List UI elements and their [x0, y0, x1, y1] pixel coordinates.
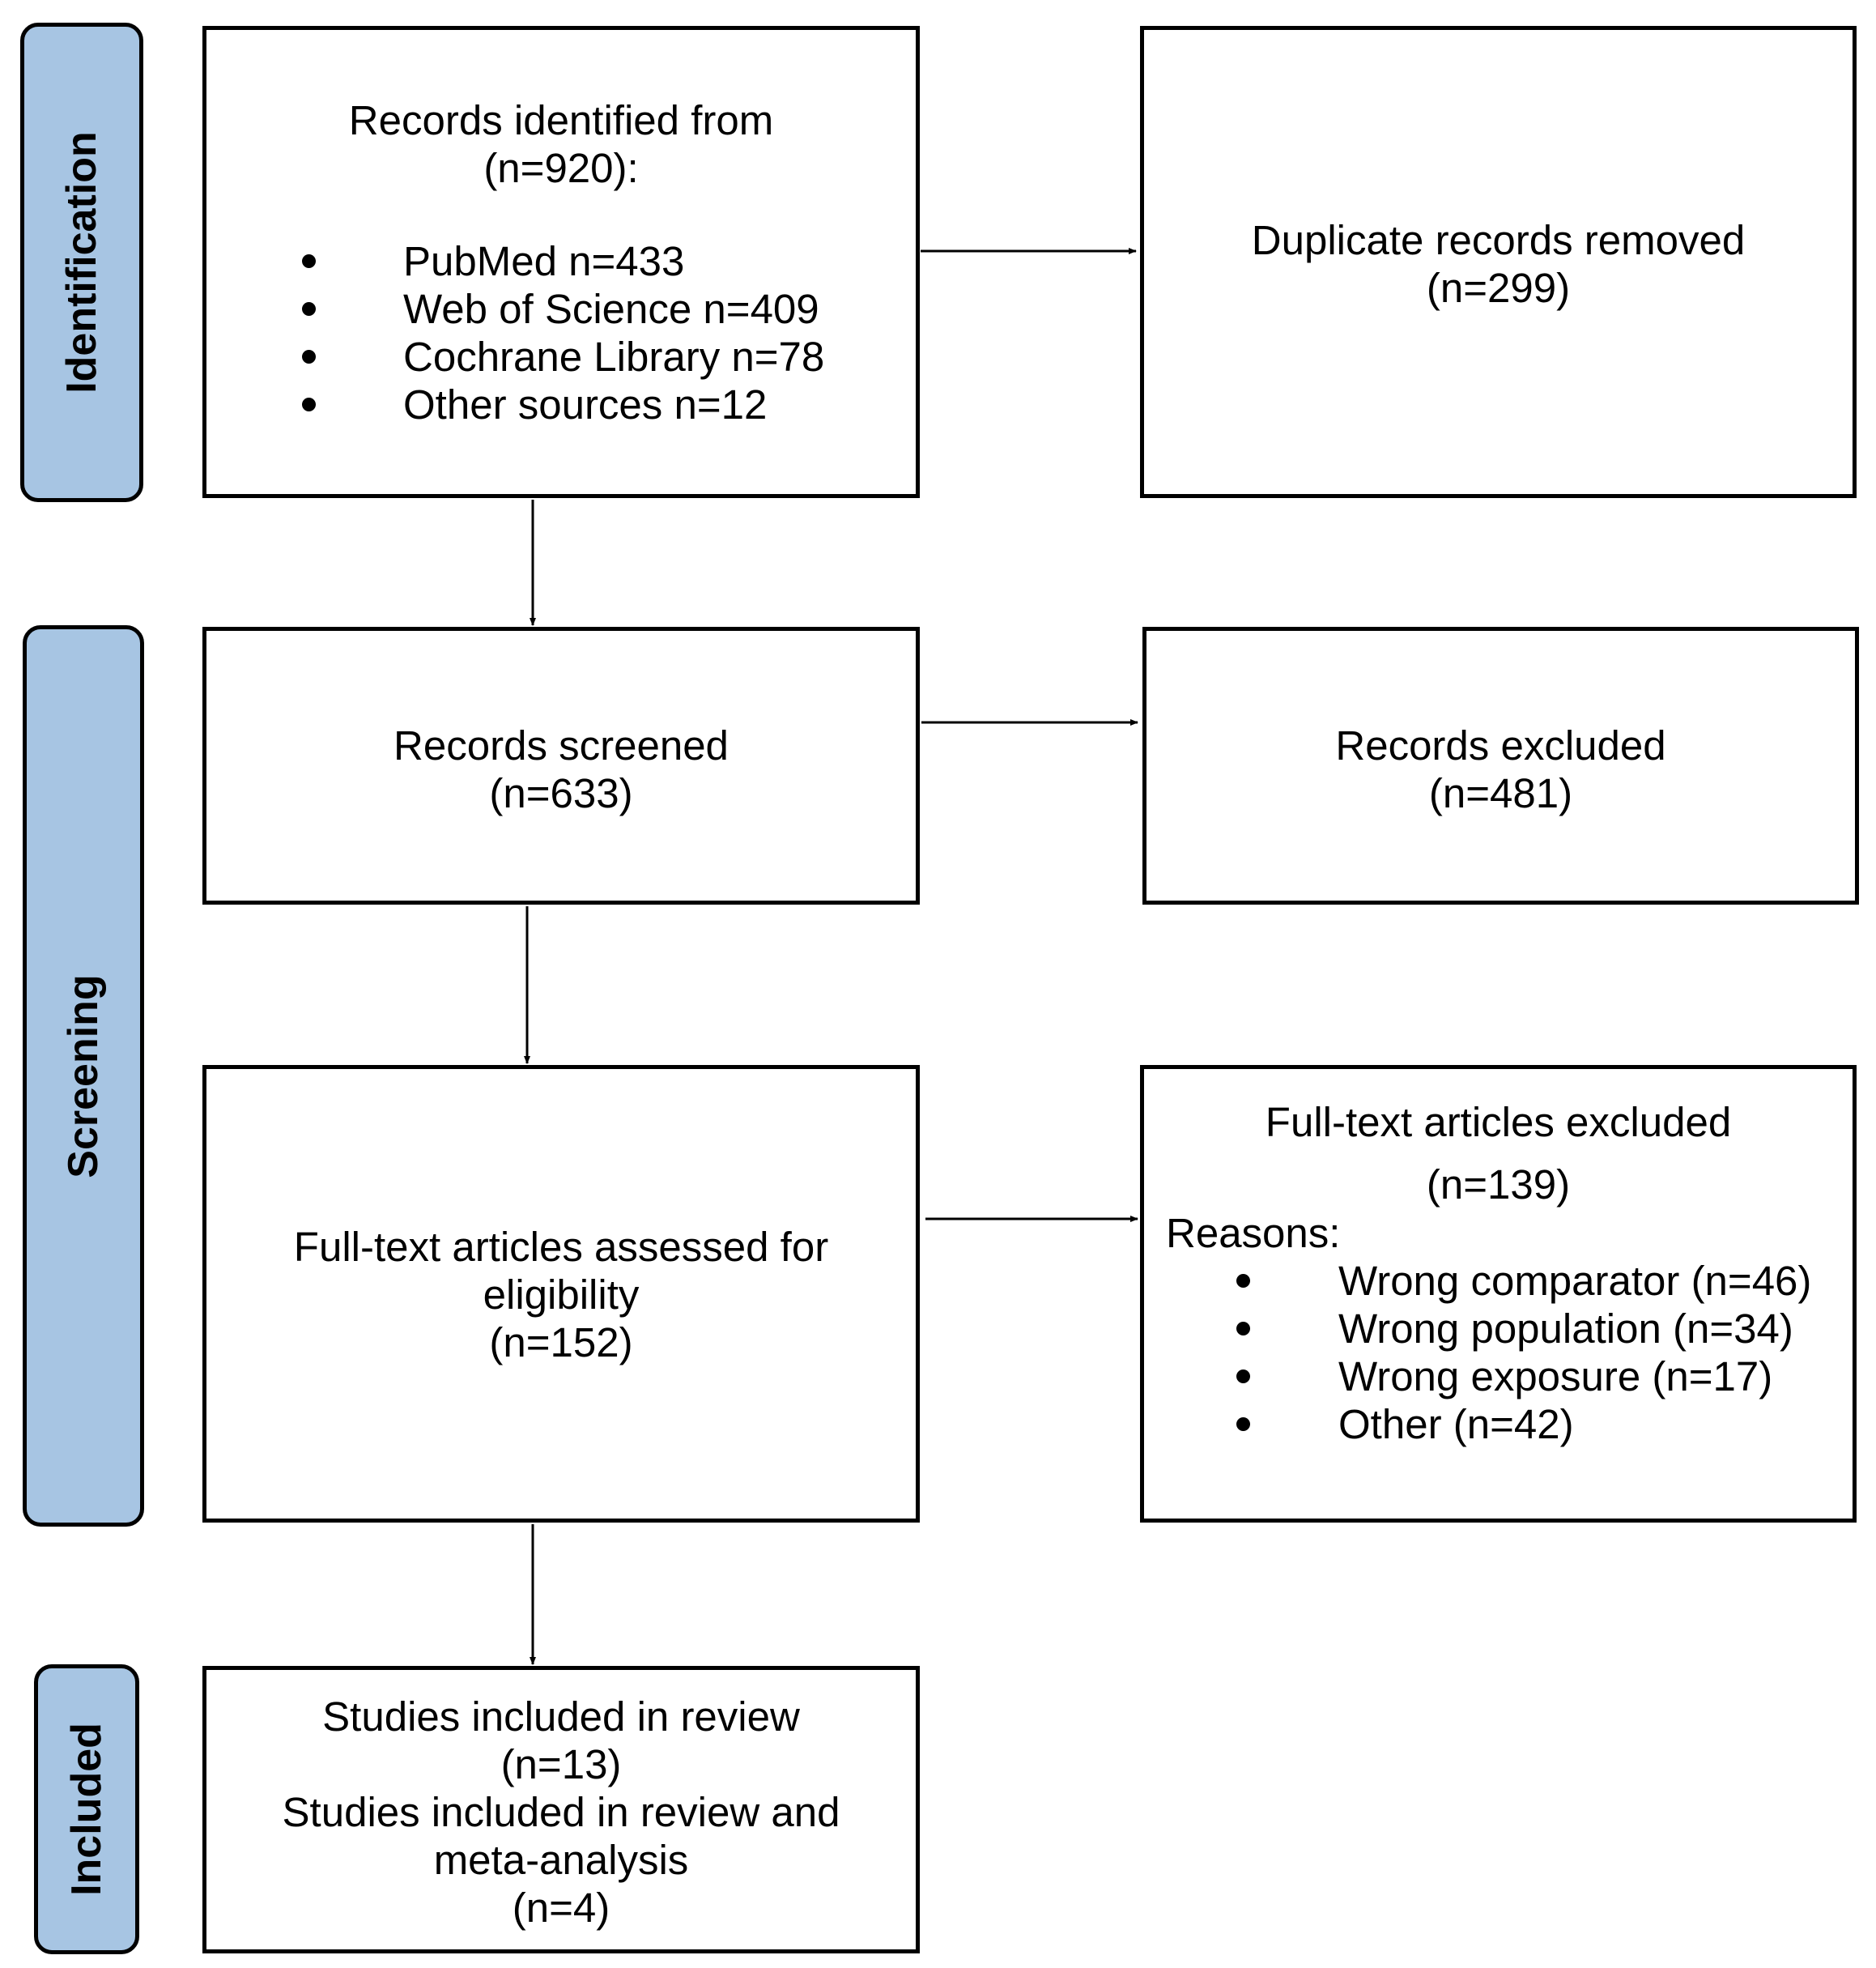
- records-screened-box: Records screened (n=633): [202, 627, 920, 905]
- list-item: Wrong population (n=34): [1144, 1305, 1853, 1352]
- list-item: Wrong comparator (n=46): [1144, 1257, 1853, 1305]
- list-item: Cochrane Library n=78: [206, 333, 916, 381]
- studies-included-box: Studies included in review (n=13) Studie…: [202, 1666, 920, 1953]
- records-identified-count: (n=920):: [483, 145, 639, 191]
- fulltext-excluded-title: Full-text articles excluded: [1265, 1099, 1732, 1145]
- records-screened-count: (n=633): [489, 770, 633, 816]
- fulltext-assessed-subtitle: eligibility: [483, 1272, 640, 1318]
- fulltext-assessed-box: Full-text articles assessed for eligibil…: [202, 1065, 920, 1523]
- fulltext-excluded-box: Full-text articles excluded (n=139) Reas…: [1140, 1065, 1857, 1523]
- phase-included: Included: [34, 1664, 139, 1954]
- list-item: Wrong exposure (n=17): [1144, 1352, 1853, 1400]
- records-excluded-title: Records excluded: [1335, 722, 1666, 769]
- phase-identification: Identification: [20, 23, 143, 502]
- records-identified-box: Records identified from (n=920): PubMed …: [202, 26, 920, 498]
- list-item: Web of Science n=409: [206, 285, 916, 333]
- list-item: PubMed n=433: [206, 237, 916, 285]
- records-screened-title: Records screened: [393, 722, 729, 769]
- studies-included-title: Studies included in review: [322, 1693, 800, 1740]
- fulltext-assessed-count: (n=152): [489, 1319, 633, 1365]
- meta-analysis-count: (n=4): [512, 1885, 610, 1931]
- fulltext-assessed-title: Full-text articles assessed for: [293, 1224, 829, 1270]
- meta-analysis-subtitle: meta-analysis: [433, 1837, 689, 1883]
- duplicates-removed-count: (n=299): [1426, 265, 1571, 311]
- list-item: Other sources n=12: [206, 381, 916, 428]
- phase-screening: Screening: [23, 625, 144, 1527]
- reason-list: Wrong comparator (n=46) Wrong population…: [1144, 1257, 1853, 1448]
- duplicates-removed-box: Duplicate records removed (n=299): [1140, 26, 1857, 498]
- records-excluded-box: Records excluded (n=481): [1142, 627, 1859, 905]
- records-excluded-count: (n=481): [1428, 770, 1573, 816]
- fulltext-excluded-count: (n=139): [1426, 1161, 1571, 1208]
- studies-included-count: (n=13): [500, 1741, 622, 1787]
- source-list: PubMed n=433 Web of Science n=409 Cochra…: [206, 237, 916, 428]
- records-identified-title: Records identified from: [348, 97, 774, 143]
- duplicates-removed-title: Duplicate records removed: [1251, 217, 1746, 263]
- meta-analysis-title: Studies included in review and: [282, 1789, 840, 1835]
- reasons-label: Reasons:: [1166, 1210, 1341, 1256]
- list-item: Other (n=42): [1144, 1400, 1853, 1448]
